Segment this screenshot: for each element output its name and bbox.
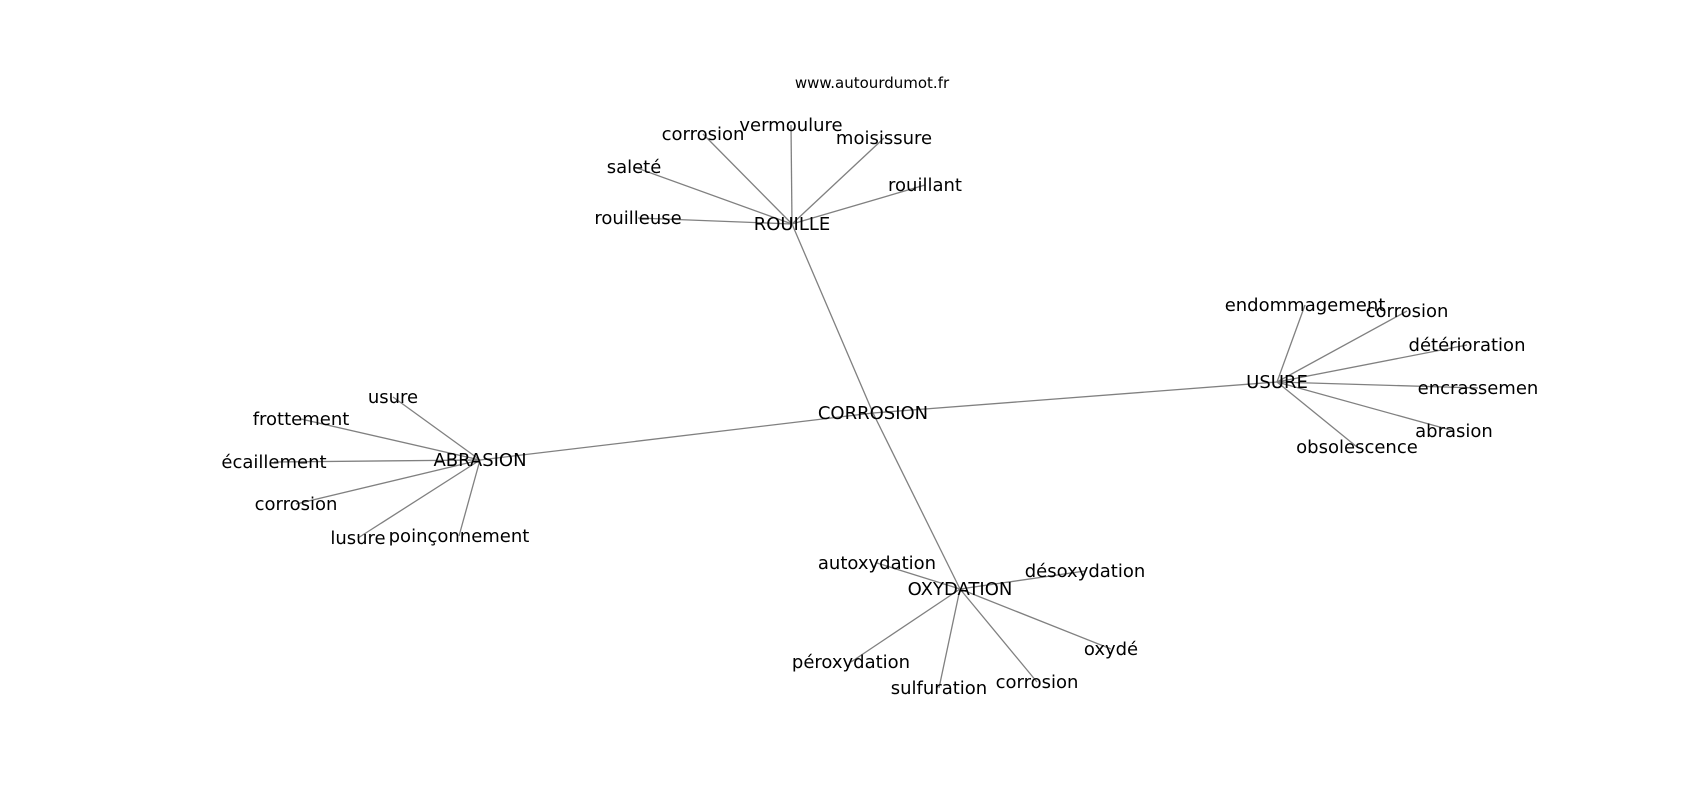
edge-rouille-leaf-2	[702, 133, 793, 225]
leaf-node-oxydation-1: désoxydation	[1025, 561, 1146, 582]
leaf-node-oxydation-4: sulfuration	[891, 678, 987, 699]
leaf-node-rouille-4: moisissure	[836, 128, 932, 149]
edge-rouille-leaf-0	[637, 217, 793, 225]
edge-abrasion-leaf-2	[273, 459, 481, 463]
edge-abrasion-leaf-5	[458, 459, 481, 537]
edge-layer	[273, 124, 1479, 689]
edge-oxydation-leaf-1	[959, 570, 1086, 590]
edge-rouille-leaf-5	[791, 184, 926, 225]
edge-center-oxydation	[872, 412, 961, 590]
edge-usure-leaf-4	[1276, 381, 1455, 432]
edge-usure-leaf-1	[1276, 310, 1408, 383]
leaf-node-rouille-1: saleté	[607, 157, 662, 178]
edge-abrasion-leaf-0	[392, 396, 481, 461]
edge-usure-leaf-3	[1276, 381, 1479, 389]
leaf-node-oxydation-0: autoxydation	[818, 553, 936, 574]
edge-center-abrasion	[479, 412, 874, 461]
hub-node-oxydation: OXYDATION	[908, 579, 1013, 600]
edge-abrasion-leaf-4	[357, 459, 481, 539]
hub-node-usure: USURE	[1246, 372, 1308, 393]
leaf-node-usure-5: obsolescence	[1296, 437, 1418, 458]
leaf-node-rouille-3: vermoulure	[739, 115, 842, 136]
edge-oxydation-leaf-2	[959, 588, 1112, 650]
leaf-node-abrasion-1: frottement	[253, 409, 350, 430]
leaf-node-usure-2: détérioration	[1409, 335, 1526, 356]
leaf-node-usure-0: endommagement	[1225, 295, 1386, 316]
edge-usure-leaf-5	[1276, 381, 1358, 448]
leaf-node-rouille-5: rouillant	[888, 175, 962, 196]
edge-rouille-leaf-4	[791, 137, 885, 225]
hub-node-rouille: ROUILLE	[754, 214, 831, 235]
edge-oxydation-leaf-3	[959, 588, 1038, 683]
edge-oxydation-leaf-5	[850, 588, 961, 663]
edge-abrasion-leaf-1	[300, 418, 481, 461]
edge-rouille-leaf-1	[633, 166, 793, 225]
edge-usure-leaf-0	[1276, 304, 1306, 383]
leaf-node-abrasion-2: écaillement	[221, 452, 326, 473]
hub-node-abrasion: ABRASION	[433, 450, 526, 471]
edge-center-rouille	[791, 223, 874, 414]
center-node-label: CORROSION	[818, 403, 928, 424]
leaf-node-oxydation-5: péroxydation	[792, 652, 910, 673]
leaf-node-rouille-0: rouilleuse	[594, 208, 681, 229]
leaf-node-usure-3: encrassemen	[1418, 378, 1539, 399]
leaf-node-abrasion-5: poinçonnement	[389, 526, 530, 547]
leaf-node-usure-4: abrasion	[1415, 421, 1493, 442]
leaf-node-usure-1: corrosion	[1366, 301, 1449, 322]
edge-oxydation-leaf-0	[876, 562, 961, 590]
label-layer: CORROSIONROUILLErouilleusesaletécorrosio…	[221, 115, 1538, 699]
leaf-node-abrasion-0: usure	[368, 387, 418, 408]
leaf-node-abrasion-3: corrosion	[255, 494, 338, 515]
leaf-node-rouille-2: corrosion	[662, 124, 745, 145]
edge-abrasion-leaf-3	[295, 459, 481, 505]
edge-usure-leaf-2	[1276, 344, 1468, 383]
site-url: www.autourdumot.fr	[795, 74, 950, 92]
leaf-node-oxydation-3: corrosion	[996, 672, 1079, 693]
edge-oxydation-leaf-4	[938, 588, 961, 689]
edge-center-usure	[872, 381, 1278, 414]
leaf-node-oxydation-2: oxydé	[1084, 639, 1138, 660]
leaf-node-abrasion-4: lusure	[330, 528, 385, 549]
edge-rouille-leaf-3	[790, 124, 793, 225]
